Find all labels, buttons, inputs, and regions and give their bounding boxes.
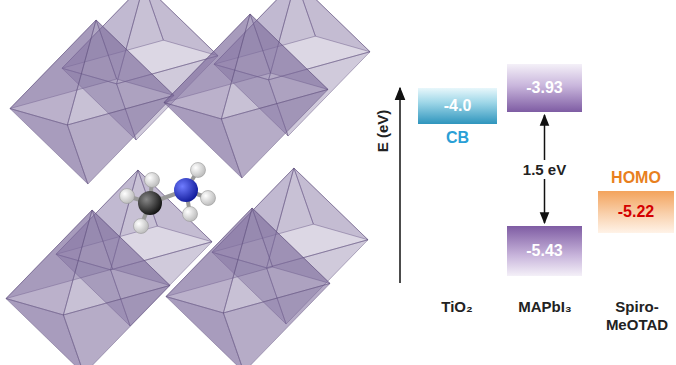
- energy-level-box: -3.93: [507, 64, 582, 112]
- hydrogen-atom: [183, 207, 198, 222]
- energy-value: -5.22: [618, 203, 654, 221]
- material-label: MAPbI₃: [500, 298, 590, 316]
- energy-value: -3.93: [526, 79, 562, 97]
- carbon-atom: [138, 191, 162, 215]
- hydrogen-atom: [201, 191, 216, 206]
- energy-level-box: HOMO-5.22: [598, 191, 674, 233]
- axis-label: E (eV): [374, 101, 392, 161]
- hydrogen-atom: [134, 219, 149, 234]
- material-label: Spiro- MeOTAD: [600, 298, 674, 334]
- octahedron-face: [67, 95, 174, 184]
- octahedra: [6, 0, 370, 365]
- hydrogen-atom: [145, 173, 160, 188]
- energy-value: -4.0: [444, 97, 472, 115]
- band-name: CB: [446, 129, 469, 147]
- band-name: HOMO: [611, 169, 661, 187]
- nitrogen-atom: [174, 178, 198, 202]
- energy-value: -5.43: [526, 242, 562, 260]
- octahedron-face: [221, 89, 328, 178]
- octahedron-face: [223, 283, 330, 365]
- hydrogen-atom: [120, 189, 135, 204]
- band-gap-label: 1.5 eV: [520, 160, 569, 179]
- energy-level-box: -4.0CB: [418, 88, 497, 124]
- energy-axis: [399, 88, 401, 283]
- material-label: TiO₂: [417, 298, 497, 316]
- methylammonium-molecule: [120, 163, 216, 234]
- hydrogen-atom: [191, 163, 206, 178]
- octahedron-face: [63, 285, 170, 365]
- energy-level-box: -5.43: [507, 226, 582, 276]
